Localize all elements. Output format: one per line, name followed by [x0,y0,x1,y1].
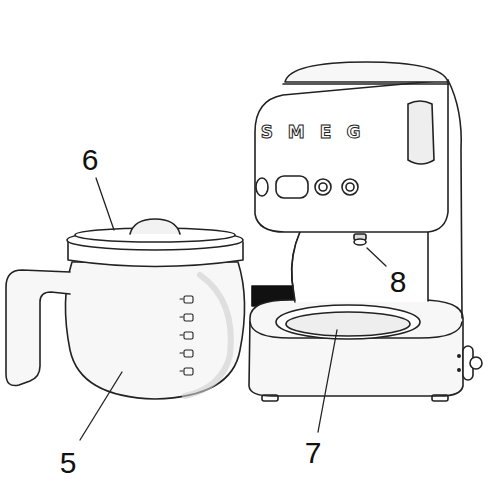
callout-number: 5 [60,448,77,478]
callout-number: 8 [390,267,407,297]
coffee-machine [249,62,482,401]
leader-lines [80,178,386,440]
callout-number: 7 [305,438,322,468]
brand-logo: SMEG [261,124,376,141]
callout-number: 6 [82,145,99,175]
carafe [6,219,245,399]
